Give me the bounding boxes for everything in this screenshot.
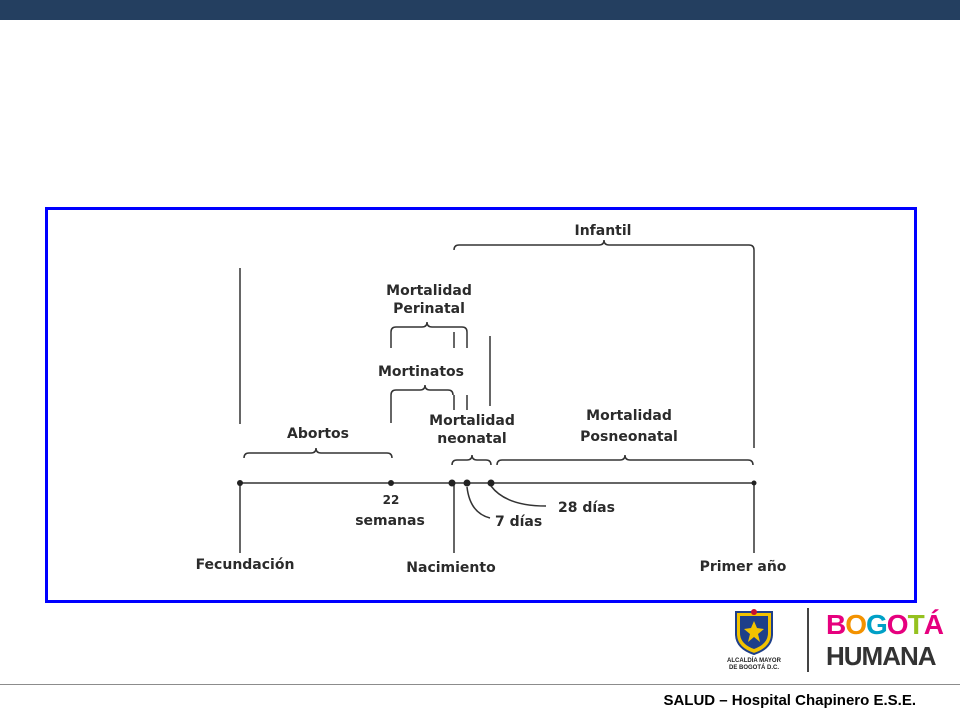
point-fecundacion — [237, 480, 243, 486]
point-nacimiento — [448, 479, 456, 487]
brand-humana: HUMANA — [826, 641, 937, 671]
pointer-7-dias — [466, 486, 491, 519]
logo-divider — [807, 608, 809, 672]
brand-bogota: BOGOTÁ — [826, 609, 944, 640]
footer-rule — [0, 684, 960, 685]
diagram-svg: Infantil Mortalidad Perinatal Mortinatos… — [196, 223, 787, 576]
diagram-lines — [239, 239, 755, 553]
alcaldia-line1: ALCALDÍA MAYOR — [727, 658, 781, 664]
label-nacimiento: Nacimiento — [406, 560, 496, 576]
label-abortos: Abortos — [287, 426, 349, 442]
posneonatal-brace — [496, 454, 754, 466]
brand-letter: Á — [923, 609, 944, 640]
neonatal-brace — [451, 454, 492, 466]
label-posneonatal-line2: Posneonatal — [580, 429, 678, 445]
label-fecundacion: Fecundación — [196, 557, 295, 573]
label-infantil: Infantil — [575, 223, 632, 239]
mortality-diagram: Infantil Mortalidad Perinatal Mortinatos… — [45, 207, 917, 603]
label-28-dias: 28 días — [558, 500, 615, 516]
label-22: 22 — [383, 493, 400, 507]
diagram-labels: Infantil Mortalidad Perinatal Mortinatos… — [196, 223, 787, 576]
brand-letter: G — [866, 609, 888, 640]
brand-letter: O — [845, 609, 867, 640]
brand-letter: T — [907, 609, 925, 640]
label-posneonatal-line1: Mortalidad — [586, 408, 672, 424]
alcaldia-line2: DE BOGOTÁ D.C. — [728, 665, 779, 671]
bogota-logo: ALCALDÍA MAYOR DE BOGOTÁ D.C. BOGOTÁ HUM… — [718, 606, 944, 676]
top-bar — [0, 0, 960, 20]
label-perinatal-line1: Mortalidad — [386, 283, 472, 299]
pointer-28-dias — [490, 485, 547, 507]
abortos-brace — [243, 447, 393, 459]
label-mortinatos: Mortinatos — [378, 364, 464, 380]
brand-letter: B — [826, 609, 846, 640]
point-7-dias — [463, 479, 471, 487]
brand-letter: O — [886, 609, 909, 640]
point-22-semanas — [388, 480, 394, 486]
label-perinatal-line2: Perinatal — [393, 301, 465, 317]
coat-of-arms-icon — [735, 609, 773, 656]
label-7-dias: 7 días — [495, 514, 542, 530]
label-neonatal-line2: neonatal — [437, 431, 506, 447]
perinatal-brace — [390, 321, 468, 333]
alcaldia-text: ALCALDÍA MAYOR DE BOGOTÁ D.C. — [718, 658, 790, 672]
label-semanas: semanas — [355, 513, 425, 529]
point-28-dias — [487, 479, 495, 487]
label-neonatal-line1: Mortalidad — [429, 413, 515, 429]
timeline-points — [237, 479, 757, 487]
point-primer-ano — [751, 480, 757, 486]
mortinatos-brace — [390, 384, 454, 396]
infantil-brace — [453, 239, 755, 251]
footer-text: SALUD – Hospital Chapinero E.S.E. — [663, 692, 916, 709]
label-primer-ano: Primer año — [700, 559, 787, 575]
